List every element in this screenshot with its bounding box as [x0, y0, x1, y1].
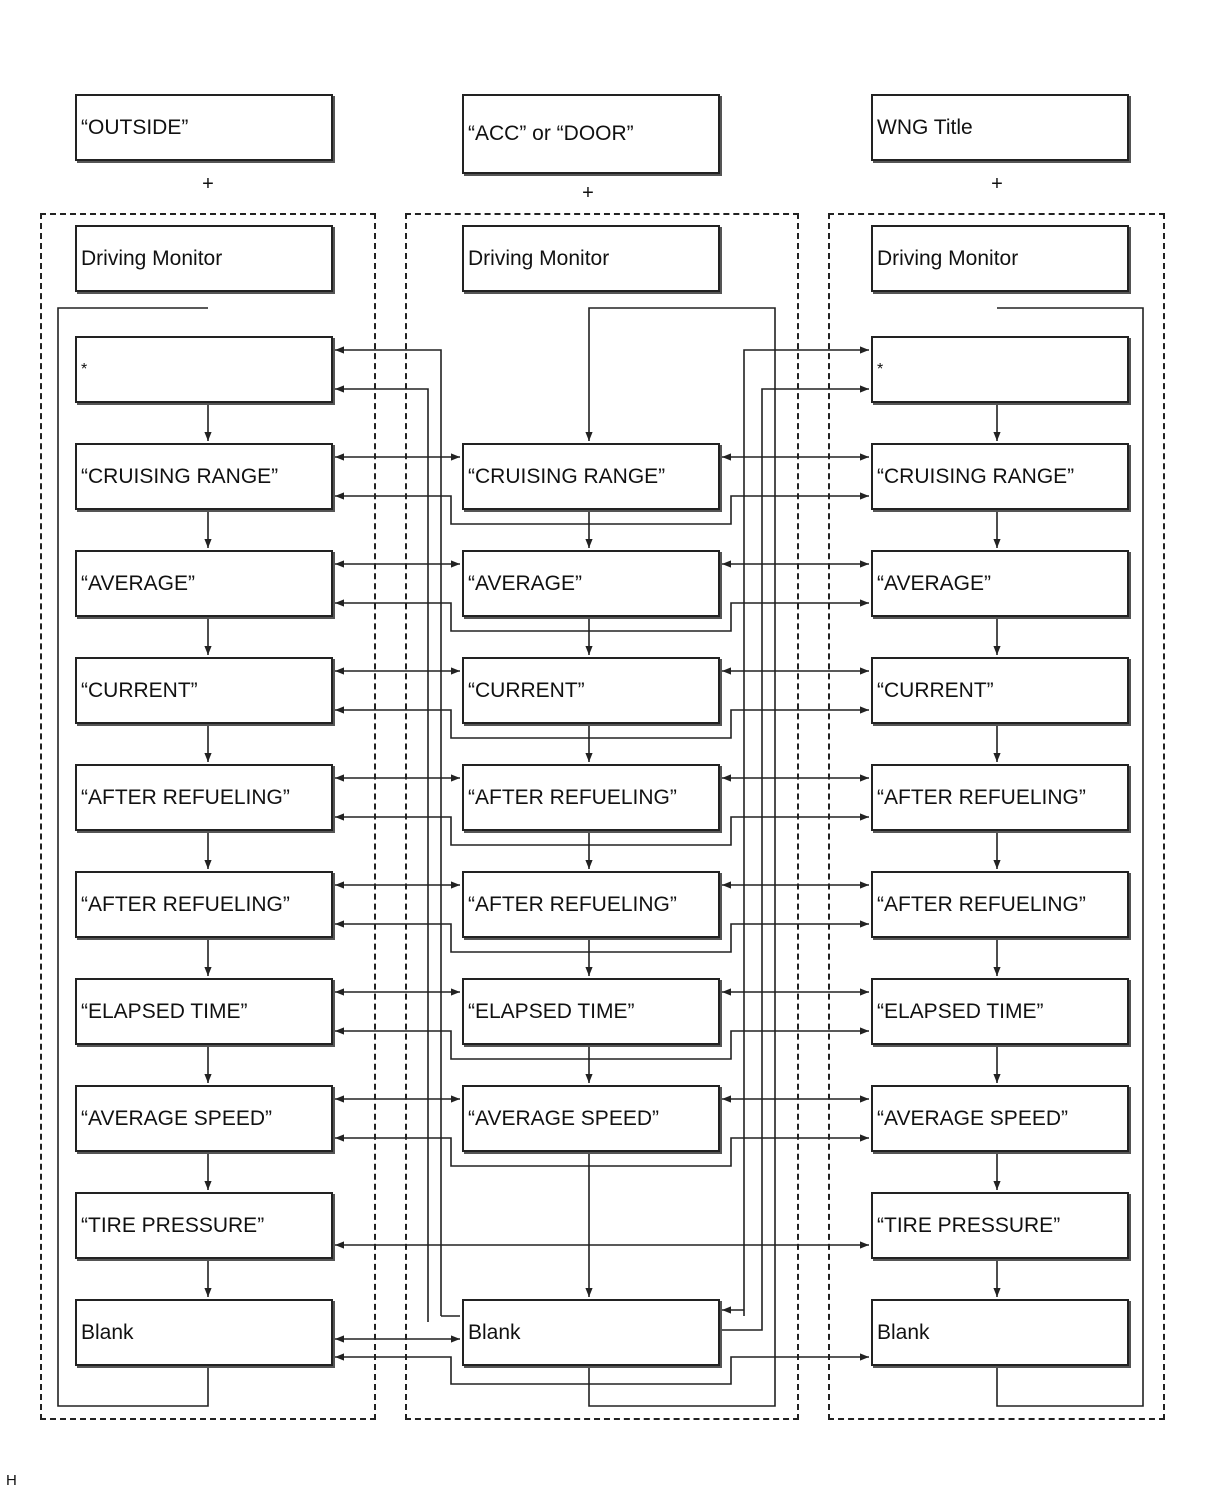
blank-bypass-arrow — [335, 1353, 869, 1385]
left-item-blank: Blank — [75, 1299, 333, 1366]
left-item-tire-pressure: “TIRE PRESSURE” — [75, 1192, 333, 1259]
driving-monitor-left: Driving Monitor — [75, 225, 333, 292]
header-outside: “OUTSIDE” — [75, 94, 333, 161]
driving-monitor-center: Driving Monitor — [462, 225, 720, 292]
plus-sign-right: + — [991, 173, 1003, 195]
right-item-after-refueling-1: “AFTER REFUELING” — [871, 764, 1129, 831]
center-item-cruising-range: “CRUISING RANGE” — [462, 443, 720, 510]
center-item-average-speed: “AVERAGE SPEED” — [462, 1085, 720, 1152]
center-loop-line — [585, 307, 776, 1407]
center-group-frame — [405, 213, 799, 1420]
right-loop-line — [996, 307, 1144, 1407]
left-star-link-lower — [335, 385, 429, 1322]
cross-bypass-arrow — [335, 1027, 869, 1060]
header-wng-title: WNG Title — [871, 94, 1129, 161]
footnote-label: H — [6, 1472, 17, 1489]
center-item-average: “AVERAGE” — [462, 550, 720, 617]
cross-bypass-arrow — [335, 492, 869, 525]
left-item-after-refueling-2: “AFTER REFUELING” — [75, 871, 333, 938]
plus-sign-left: + — [202, 173, 214, 195]
left-item-elapsed-time: “ELAPSED TIME” — [75, 978, 333, 1045]
left-item-average: “AVERAGE” — [75, 550, 333, 617]
center-item-after-refueling-2: “AFTER REFUELING” — [462, 871, 720, 938]
center-item-blank: Blank — [462, 1299, 720, 1366]
cross-bypass-arrow — [335, 706, 869, 739]
driving-monitor-right: Driving Monitor — [871, 225, 1129, 292]
right-item-after-refueling-2: “AFTER REFUELING” — [871, 871, 1129, 938]
right-item-current: “CURRENT” — [871, 657, 1129, 724]
right-item-blank: Blank — [871, 1299, 1129, 1366]
right-group-frame — [828, 213, 1165, 1420]
cross-bypass-arrow — [335, 1134, 869, 1167]
left-item-current: “CURRENT” — [75, 657, 333, 724]
left-item-star: * — [75, 336, 333, 403]
left-item-after-refueling-1: “AFTER REFUELING” — [75, 764, 333, 831]
left-item-average-speed: “AVERAGE SPEED” — [75, 1085, 333, 1152]
right-item-average: “AVERAGE” — [871, 550, 1129, 617]
left-loop-line — [57, 307, 209, 1407]
right-item-star: * — [871, 336, 1129, 403]
center-item-after-refueling-1: “AFTER REFUELING” — [462, 764, 720, 831]
left-group-frame — [40, 213, 376, 1420]
center-item-elapsed-time: “ELAPSED TIME” — [462, 978, 720, 1045]
header-acc-or-door: “ACC” or “DOOR” — [462, 94, 720, 174]
plus-sign-center: + — [582, 182, 594, 204]
left-item-cruising-range: “CRUISING RANGE” — [75, 443, 333, 510]
cross-bypass-arrow — [335, 920, 869, 953]
right-item-average-speed: “AVERAGE SPEED” — [871, 1085, 1129, 1152]
right-star-link-lower — [761, 385, 869, 1322]
cross-bypass-arrow — [335, 813, 869, 846]
cross-bypass-arrow — [335, 599, 869, 632]
right-item-cruising-range: “CRUISING RANGE” — [871, 443, 1129, 510]
center-item-current: “CURRENT” — [462, 657, 720, 724]
right-item-elapsed-time: “ELAPSED TIME” — [871, 978, 1129, 1045]
center-blank-link-right — [720, 1322, 763, 1331]
right-item-tire-pressure: “TIRE PRESSURE” — [871, 1192, 1129, 1259]
